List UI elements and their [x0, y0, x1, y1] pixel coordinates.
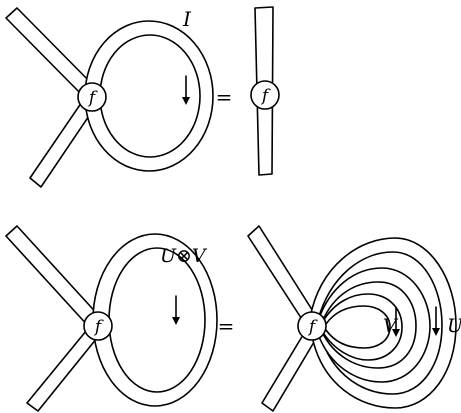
- bottom-left-node-label: f: [93, 317, 104, 337]
- bottom-loop-inner-edge: [108, 247, 206, 393]
- top-loop-inner-edge: [99, 34, 201, 158]
- outer-loop-inner-edge: [317, 251, 443, 395]
- outer-loop-label: U: [447, 315, 461, 337]
- bottom-left-upper-leg: [5, 225, 102, 329]
- top-left-diagram: f I: [5, 7, 214, 188]
- bottom-right-node: [297, 311, 327, 341]
- inner-loop-inner-edge: [325, 305, 391, 349]
- middle-loop-inner-edge: [321, 281, 417, 369]
- inner-loop-label: V: [383, 315, 399, 337]
- bottom-equals-sign: =: [218, 314, 235, 338]
- bottom-right-lower-leg: [261, 329, 318, 412]
- bottom-left-diagram: f U⊗V: [5, 225, 218, 412]
- bottom-right-node-label: f: [307, 317, 318, 337]
- top-left-upper-leg: [5, 7, 97, 99]
- top-equals-sign: =: [216, 85, 233, 109]
- top-right-node: [250, 80, 280, 110]
- top-right-node-label: f: [260, 86, 271, 106]
- bottom-right-upper-leg: [247, 225, 317, 325]
- top-left-node: [77, 82, 107, 112]
- top-right-diagram: f: [250, 6, 280, 176]
- bottom-right-diagram: f V U: [247, 225, 461, 412]
- bottom-loop-label: U⊗V: [160, 245, 208, 267]
- top-left-node-label: f: [87, 88, 98, 108]
- top-loop-label: I: [182, 7, 192, 31]
- bottom-left-node: [83, 311, 113, 341]
